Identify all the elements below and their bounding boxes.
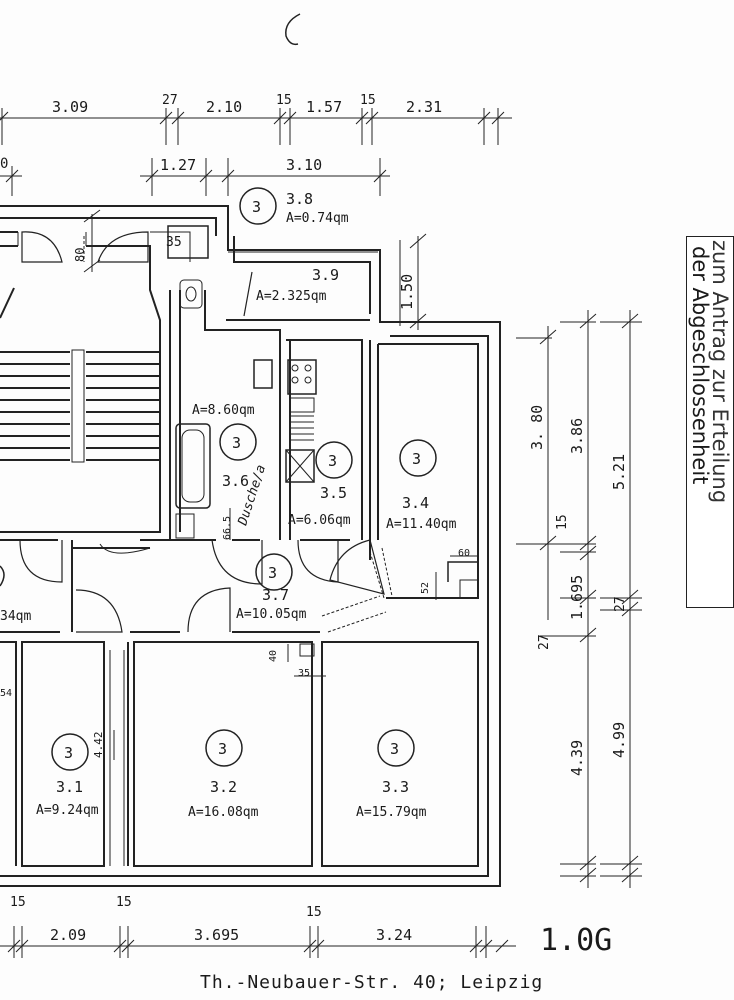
- dim-54: 54: [0, 688, 12, 699]
- dim-3-695: 3.695: [194, 926, 239, 944]
- room-3-1: 3 3.1 A=9.24qm: [36, 733, 99, 818]
- svg-text:3: 3: [412, 450, 421, 468]
- bottom-dimension-line: [0, 926, 516, 958]
- dim-4-42: 4.42: [92, 732, 105, 759]
- svg-text:3: 3: [328, 452, 337, 470]
- svg-text:3.1: 3.1: [56, 778, 83, 796]
- staircase: [0, 231, 191, 533]
- dim-2-10: 2.10: [206, 98, 242, 116]
- second-dimension-line: [0, 158, 390, 196]
- dim-15: 15: [276, 93, 292, 108]
- svg-text:A=11.40qm: A=11.40qm: [386, 517, 457, 532]
- dim-1-695: 1.695: [568, 575, 586, 620]
- dim-3-80: 3. 80: [528, 405, 546, 450]
- punch-hole-mark: [285, 13, 301, 46]
- dim-80: 80: [73, 248, 87, 262]
- outer-walls: [0, 205, 501, 887]
- svg-text:3.6: 3.6: [222, 472, 249, 490]
- partial-room-area: 34qm: [0, 609, 31, 624]
- svg-text:A=0.74qm: A=0.74qm: [286, 211, 349, 226]
- dim-15-bottom-b: 15: [116, 895, 132, 910]
- address-line: Th.-Neubauer-Str. 40; Leipzig: [200, 972, 543, 993]
- svg-text:3: 3: [218, 740, 227, 758]
- svg-text:3.9: 3.9: [312, 266, 339, 284]
- right-dimension-chains: [516, 310, 642, 888]
- svg-text:3: 3: [252, 198, 261, 216]
- dim-3-24: 3.24: [376, 926, 412, 944]
- stamp-line-2: der Abgeschlossenheit: [688, 246, 712, 485]
- svg-text:3: 3: [268, 564, 277, 582]
- dim-27-right: 27: [537, 634, 552, 650]
- dim-27: 27: [162, 93, 178, 108]
- dim-4-99: 4.99: [610, 722, 628, 758]
- svg-text:A=15.79qm: A=15.79qm: [356, 805, 427, 820]
- dim-3-09: 3.09: [52, 98, 88, 116]
- top-dimension-line: [0, 108, 512, 145]
- svg-text:3: 3: [232, 434, 241, 452]
- svg-text:A=9.24qm: A=9.24qm: [36, 803, 99, 818]
- dim-52: 52: [420, 582, 431, 594]
- svg-text:A=2.325qm: A=2.325qm: [256, 289, 327, 304]
- svg-text:A=16.08qm: A=16.08qm: [188, 805, 259, 820]
- dim-partial-0: 0: [0, 156, 8, 172]
- dim-5-21: 5.21: [610, 454, 628, 490]
- dim-15-bottom-a: 15: [10, 895, 26, 910]
- dim-60: 60: [458, 548, 470, 559]
- room-3-2: 3 3.2 A=16.08qm: [188, 729, 259, 820]
- svg-text:A=6.06qm: A=6.06qm: [288, 513, 351, 528]
- dim-27-right-b: 27: [613, 596, 628, 612]
- svg-text:3.8: 3.8: [286, 190, 313, 208]
- room-3-6: A=8.60qm 3 3.6: [192, 403, 257, 490]
- svg-text:3.7: 3.7: [262, 586, 289, 604]
- dim-35-small: 35: [298, 668, 310, 679]
- svg-text:3.5: 3.5: [320, 484, 347, 502]
- svg-text:3: 3: [390, 740, 399, 758]
- dim-2-09: 2.09: [50, 926, 86, 944]
- dim-1-27: 1.27: [160, 156, 196, 174]
- dim-3-10: 3.10: [286, 156, 322, 174]
- svg-text:A=10.05qm: A=10.05qm: [236, 607, 307, 622]
- floor-label: 1.0G: [540, 923, 612, 958]
- dim-3-86: 3.86: [568, 418, 586, 454]
- dim-1-50: 1.50: [398, 274, 416, 310]
- room-3-5: 3 3.5 A=6.06qm: [288, 441, 353, 528]
- partial-room-circle: [0, 565, 5, 587]
- dim-2-31: 2.31: [406, 98, 442, 116]
- dim-4-39: 4.39: [568, 740, 586, 776]
- room-3-7: 3 3.7 A=10.05qm: [236, 553, 307, 622]
- small-dimension-lines: [83, 209, 478, 760]
- svg-text:3.4: 3.4: [402, 494, 429, 512]
- room-3-3: 3 3.3 A=15.79qm: [356, 729, 427, 820]
- door-swings: [19, 539, 393, 633]
- room-3-8: 3 3.8 A=0.74qm: [239, 187, 349, 226]
- svg-text:3.3: 3.3: [382, 778, 409, 796]
- dim-15b: 15: [360, 93, 376, 108]
- room-3-9: 3.9 A=2.325qm: [256, 266, 339, 304]
- svg-text:3.2: 3.2: [210, 778, 237, 796]
- dim-35-top: 35: [166, 235, 182, 250]
- dim-15-bottom-c: 15: [306, 905, 322, 920]
- room-3-4: 3 3.4 A=11.40qm: [386, 439, 457, 532]
- fixtures: [167, 225, 479, 657]
- dim-40: 40: [268, 650, 279, 662]
- dim-1-57: 1.57: [306, 98, 342, 116]
- dim-15-right: 15: [555, 514, 570, 530]
- svg-text:A=8.60qm: A=8.60qm: [192, 403, 255, 418]
- svg-text:3: 3: [64, 744, 73, 762]
- dim-66-5: 66.5: [222, 516, 233, 540]
